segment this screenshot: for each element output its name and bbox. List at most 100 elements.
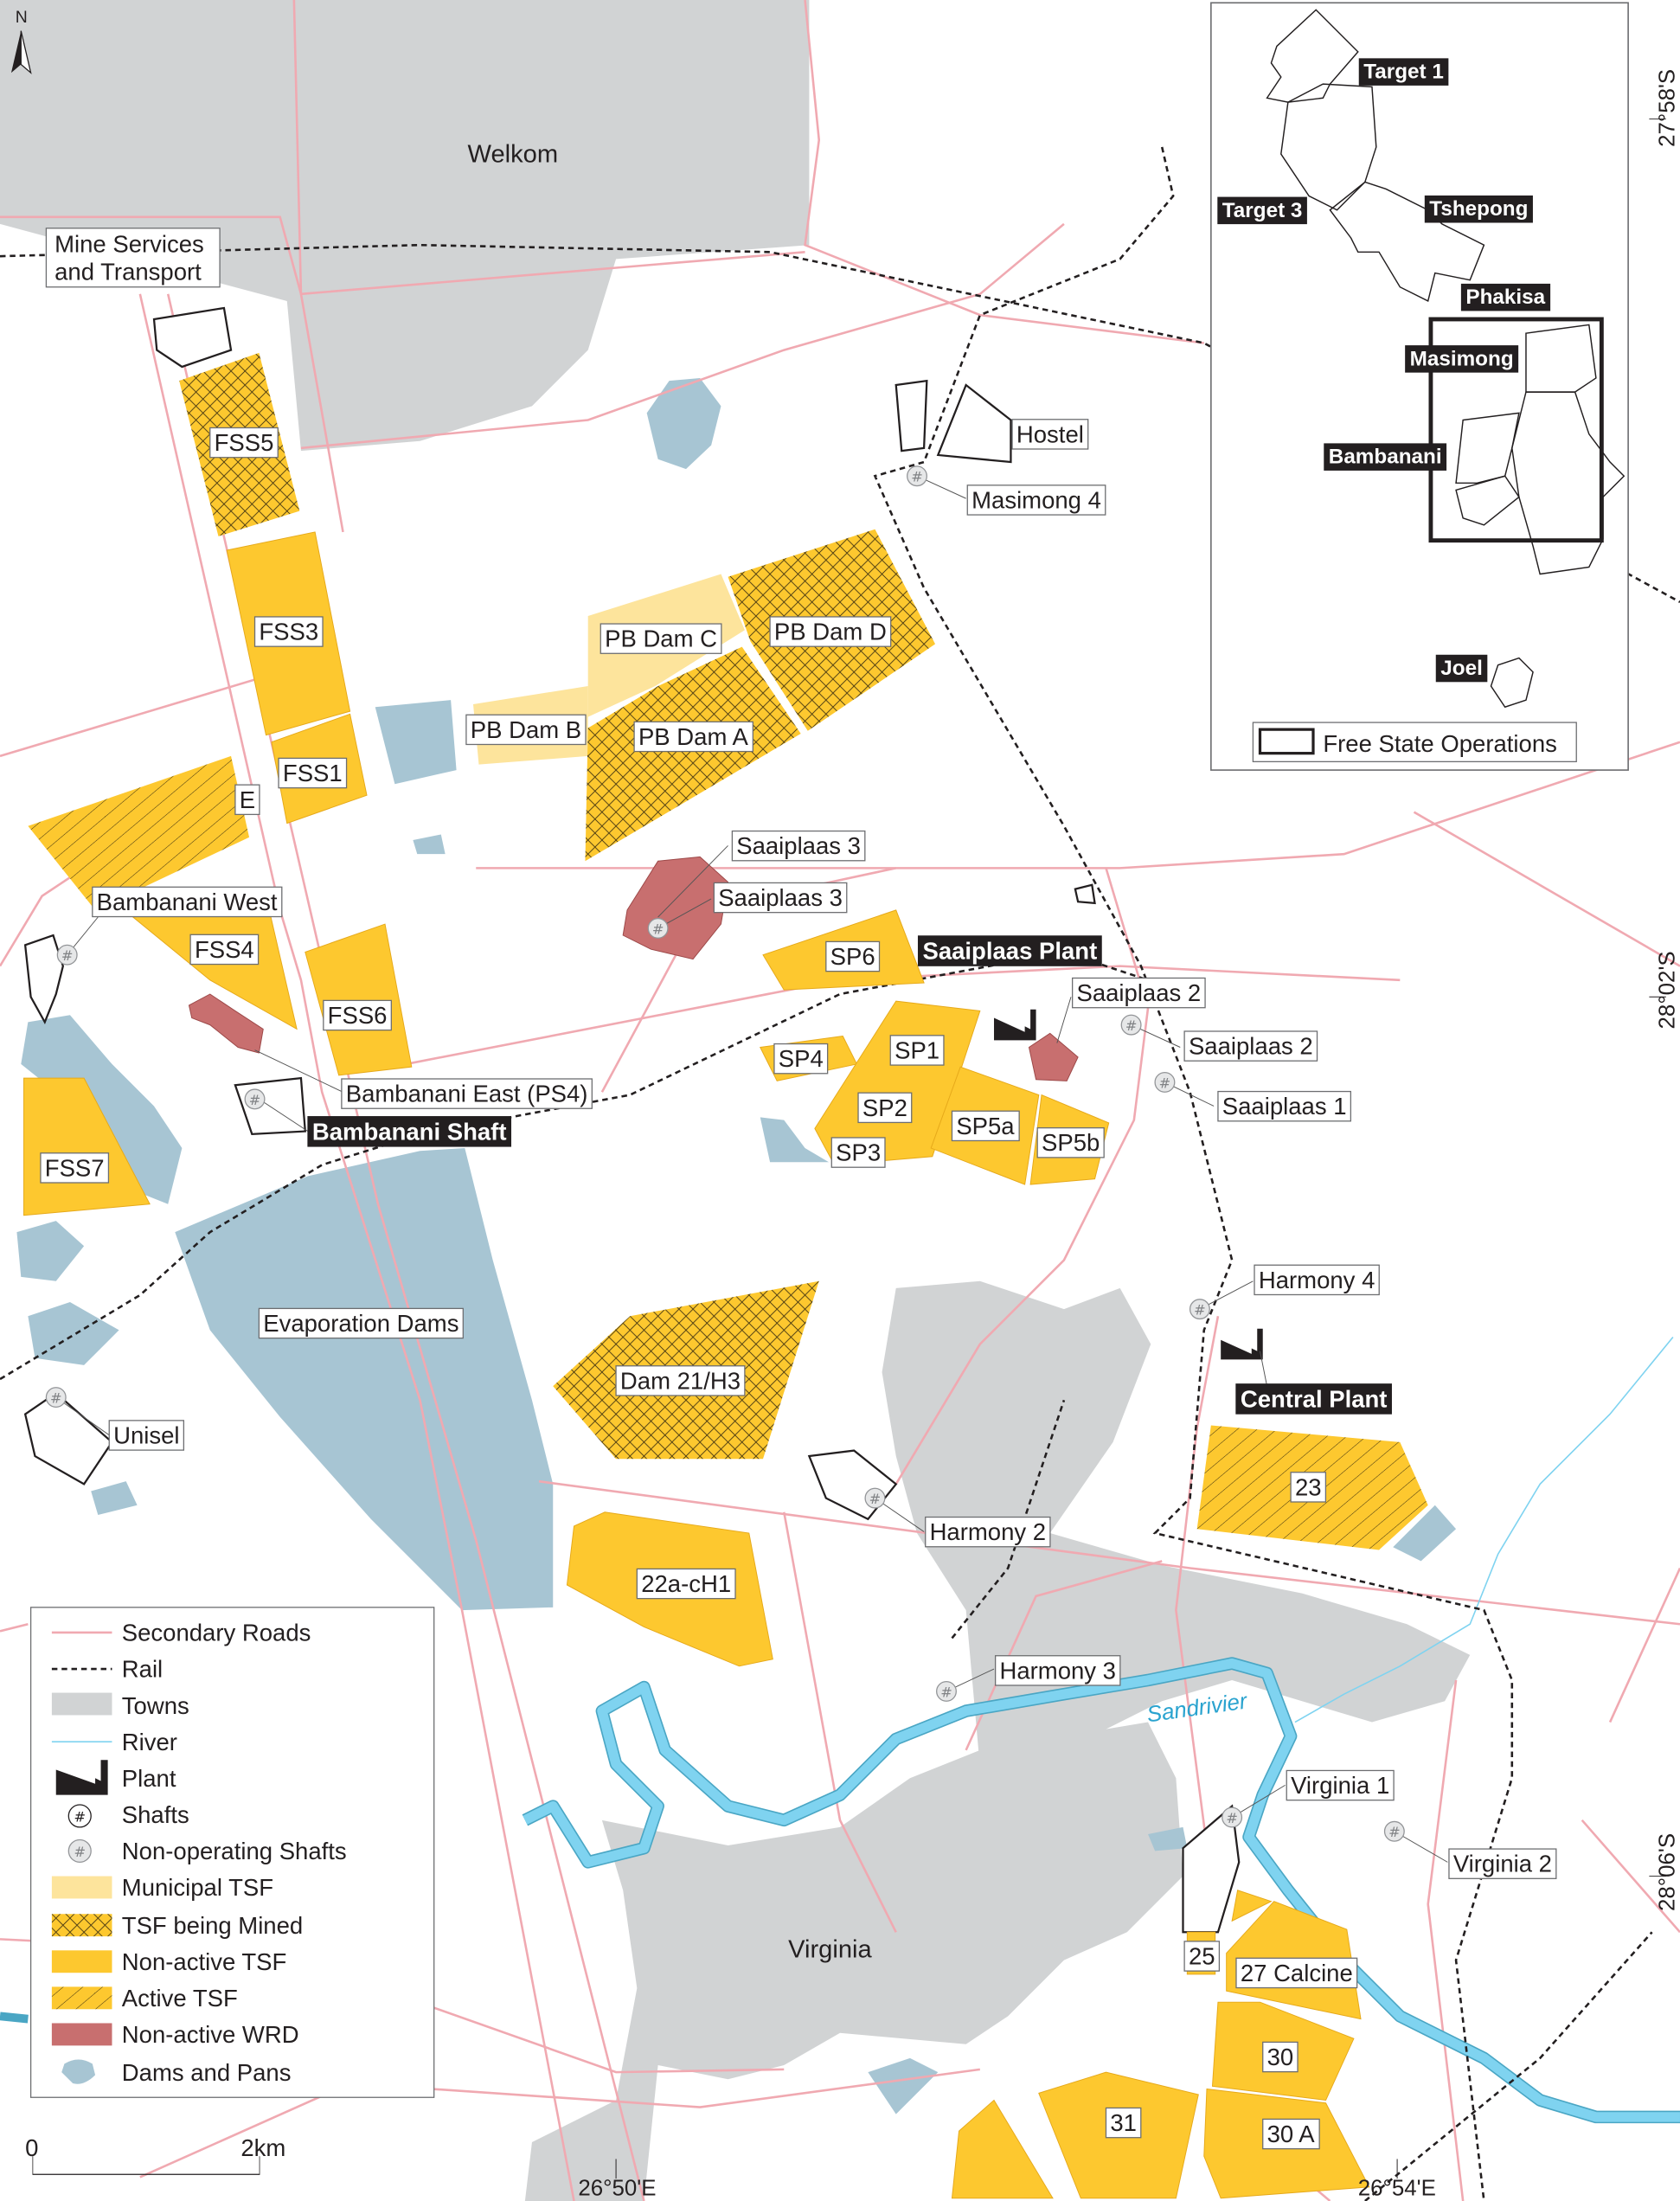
svg-text:Unisel: Unisel bbox=[113, 1421, 179, 1448]
svg-text:#: # bbox=[1125, 1017, 1138, 1034]
non-operating-shaft-icon[interactable]: # bbox=[45, 1387, 67, 1409]
dam bbox=[760, 1117, 830, 1163]
non-operating-shaft-icon[interactable]: # bbox=[1189, 1299, 1210, 1320]
label-bambanani-shaft[interactable]: Bambanani Shaft bbox=[307, 1116, 512, 1147]
label-fss6[interactable]: FSS6 bbox=[323, 999, 392, 1031]
north-arrow: N bbox=[10, 8, 32, 74]
inset-label-target-3[interactable]: Target 3 bbox=[1217, 196, 1307, 225]
label-pb-dam-c[interactable]: PB Dam C bbox=[600, 623, 722, 654]
free-state-operations-swatch-icon bbox=[1258, 728, 1315, 755]
lon-label: 26°50'E bbox=[578, 2177, 656, 2201]
plant-icon bbox=[994, 1009, 1036, 1041]
label-sp3[interactable]: SP3 bbox=[830, 1137, 886, 1168]
non-operating-shaft-icon[interactable]: # bbox=[1154, 1071, 1176, 1093]
label-fss4[interactable]: FSS4 bbox=[189, 934, 260, 966]
inset-label-masimong[interactable]: Masimong bbox=[1405, 345, 1519, 373]
non-operating-shaft-icon[interactable]: # bbox=[56, 944, 78, 966]
inset-legend-label: Free State Operations bbox=[1323, 730, 1557, 757]
label-pb-dam-b[interactable]: PB Dam B bbox=[465, 714, 587, 746]
label-harmony-3[interactable]: Harmony 3 bbox=[994, 1655, 1121, 1686]
label-fss3[interactable]: FSS3 bbox=[253, 616, 324, 647]
svg-text:22a-cH1: 22a-cH1 bbox=[641, 1570, 731, 1597]
label-30a[interactable]: 30 A bbox=[1262, 2118, 1320, 2150]
label-fss7[interactable]: FSS7 bbox=[40, 1152, 110, 1184]
label-harmony-2[interactable]: Harmony 2 bbox=[925, 1516, 1051, 1548]
svg-text:Saaiplaas 3: Saaiplaas 3 bbox=[736, 832, 861, 859]
inset-label-target-1[interactable]: Target 1 bbox=[1358, 58, 1449, 86]
label-evaporation-dams[interactable]: Evaporation Dams bbox=[258, 1307, 464, 1339]
label-saaiplaas-2-shaft[interactable]: Saaiplaas 2 bbox=[1183, 1030, 1318, 1062]
inset-label-bambanani[interactable]: Bambanani bbox=[1324, 443, 1447, 471]
non-operating-shaft-icon[interactable]: # bbox=[1383, 1820, 1405, 1842]
label-saaiplaas-3-wrd[interactable]: Saaiplaas 3 bbox=[731, 830, 866, 862]
label-22a-ch1[interactable]: 22a-cH1 bbox=[636, 1568, 736, 1600]
stream bbox=[1294, 1336, 1674, 1723]
municipal-tsf-swatch-icon bbox=[51, 1876, 112, 1899]
dams-layer bbox=[16, 377, 1457, 2114]
label-sp1[interactable]: SP1 bbox=[889, 1035, 945, 1066]
dam-icon bbox=[61, 2059, 96, 2084]
label-hostel[interactable]: Hostel bbox=[1011, 419, 1089, 450]
inset-label-tshepong[interactable]: Tshepong bbox=[1424, 195, 1533, 223]
non-operating-shaft-icon[interactable]: # bbox=[1222, 1806, 1243, 1828]
label-unisel[interactable]: Unisel bbox=[108, 1420, 185, 1451]
label-31[interactable]: 31 bbox=[1105, 2107, 1142, 2139]
label-25[interactable]: 25 bbox=[1183, 1941, 1221, 1972]
label-30[interactable]: 30 bbox=[1262, 2041, 1298, 2073]
label-sp4[interactable]: SP4 bbox=[773, 1043, 829, 1075]
svg-text:#: # bbox=[1159, 1075, 1171, 1091]
label-fss5[interactable]: FSS5 bbox=[209, 427, 279, 459]
label-pb-dam-d[interactable]: PB Dam D bbox=[769, 616, 892, 647]
label-27-calcine[interactable]: 27 Calcine bbox=[1235, 1957, 1358, 1989]
label-sp5a[interactable]: SP5a bbox=[951, 1110, 1020, 1142]
svg-text:Saaiplaas 2: Saaiplaas 2 bbox=[1189, 1033, 1313, 1060]
svg-text:#: # bbox=[869, 1491, 882, 1507]
label-sp6[interactable]: SP6 bbox=[825, 940, 881, 972]
label-harmony-4[interactable]: Harmony 4 bbox=[1254, 1264, 1380, 1296]
label-dam-21[interactable]: Dam 21/H3 bbox=[615, 1365, 746, 1396]
svg-text:FSS7: FSS7 bbox=[45, 1154, 105, 1181]
non-operating-shaft-icon[interactable]: # bbox=[244, 1088, 266, 1110]
svg-text:SP3: SP3 bbox=[836, 1139, 881, 1166]
non-operating-shaft-icon[interactable]: # bbox=[936, 1680, 957, 1702]
svg-text:31: 31 bbox=[1110, 2109, 1137, 2136]
legend-label: Rail bbox=[122, 1656, 163, 1683]
crosshatch-swatch-icon bbox=[51, 1914, 112, 1937]
label-bambanani-east[interactable]: Bambanani East (PS4) bbox=[341, 1078, 593, 1109]
label-bambanani-west[interactable]: Bambanani West bbox=[92, 886, 283, 918]
label-virginia-1[interactable]: Virginia 1 bbox=[1286, 1769, 1395, 1801]
pb-dam-a bbox=[585, 646, 801, 862]
label-fss1[interactable]: FSS1 bbox=[278, 757, 348, 789]
svg-text:#: # bbox=[74, 1808, 86, 1825]
label-sp2[interactable]: SP2 bbox=[857, 1092, 913, 1124]
svg-text:#: # bbox=[1194, 1302, 1206, 1319]
dam bbox=[28, 1302, 119, 1365]
label-23[interactable]: 23 bbox=[1290, 1472, 1327, 1503]
label-saaiplaas-3-shaft[interactable]: Saaiplaas 3 bbox=[713, 882, 848, 914]
non-operating-shaft-icon[interactable]: # bbox=[647, 917, 669, 939]
svg-text:#: # bbox=[249, 1092, 261, 1108]
label-virginia-2[interactable]: Virginia 2 bbox=[1448, 1848, 1557, 1879]
label-mine-services[interactable]: Mine Services and Transport bbox=[45, 228, 221, 288]
svg-text:Mine Services: Mine Services bbox=[55, 230, 204, 257]
label-sp5b[interactable]: SP5b bbox=[1036, 1126, 1105, 1158]
svg-text:SP5b: SP5b bbox=[1042, 1129, 1100, 1156]
fss6-tsf bbox=[305, 923, 413, 1076]
dam bbox=[16, 1221, 85, 1281]
label-masimong-4[interactable]: Masimong 4 bbox=[966, 484, 1106, 516]
dam bbox=[868, 2057, 939, 2114]
label-saaiplaas-plant[interactable]: Saaiplaas Plant bbox=[917, 935, 1102, 966]
label-central-plant[interactable]: Central Plant bbox=[1235, 1383, 1392, 1415]
evaporation-dams bbox=[175, 1148, 554, 1611]
label-pb-dam-a[interactable]: PB Dam A bbox=[633, 721, 753, 753]
inset-label-phakisa[interactable]: Phakisa bbox=[1460, 283, 1551, 311]
label-e[interactable]: E bbox=[234, 784, 260, 816]
scale-end-label: 2km bbox=[240, 2134, 285, 2161]
inset-label-joel[interactable]: Joel bbox=[1435, 654, 1488, 683]
label-saaiplaas-2-wrd[interactable]: Saaiplaas 2 bbox=[1071, 977, 1206, 1009]
svg-text:#: # bbox=[911, 469, 923, 485]
non-operating-shaft-icon[interactable]: # bbox=[864, 1487, 886, 1509]
label-saaiplaas-1[interactable]: Saaiplaas 1 bbox=[1217, 1090, 1352, 1122]
non-operating-shaft-icon[interactable]: # bbox=[907, 465, 927, 487]
non-operating-shaft-icon[interactable]: # bbox=[1120, 1014, 1142, 1036]
